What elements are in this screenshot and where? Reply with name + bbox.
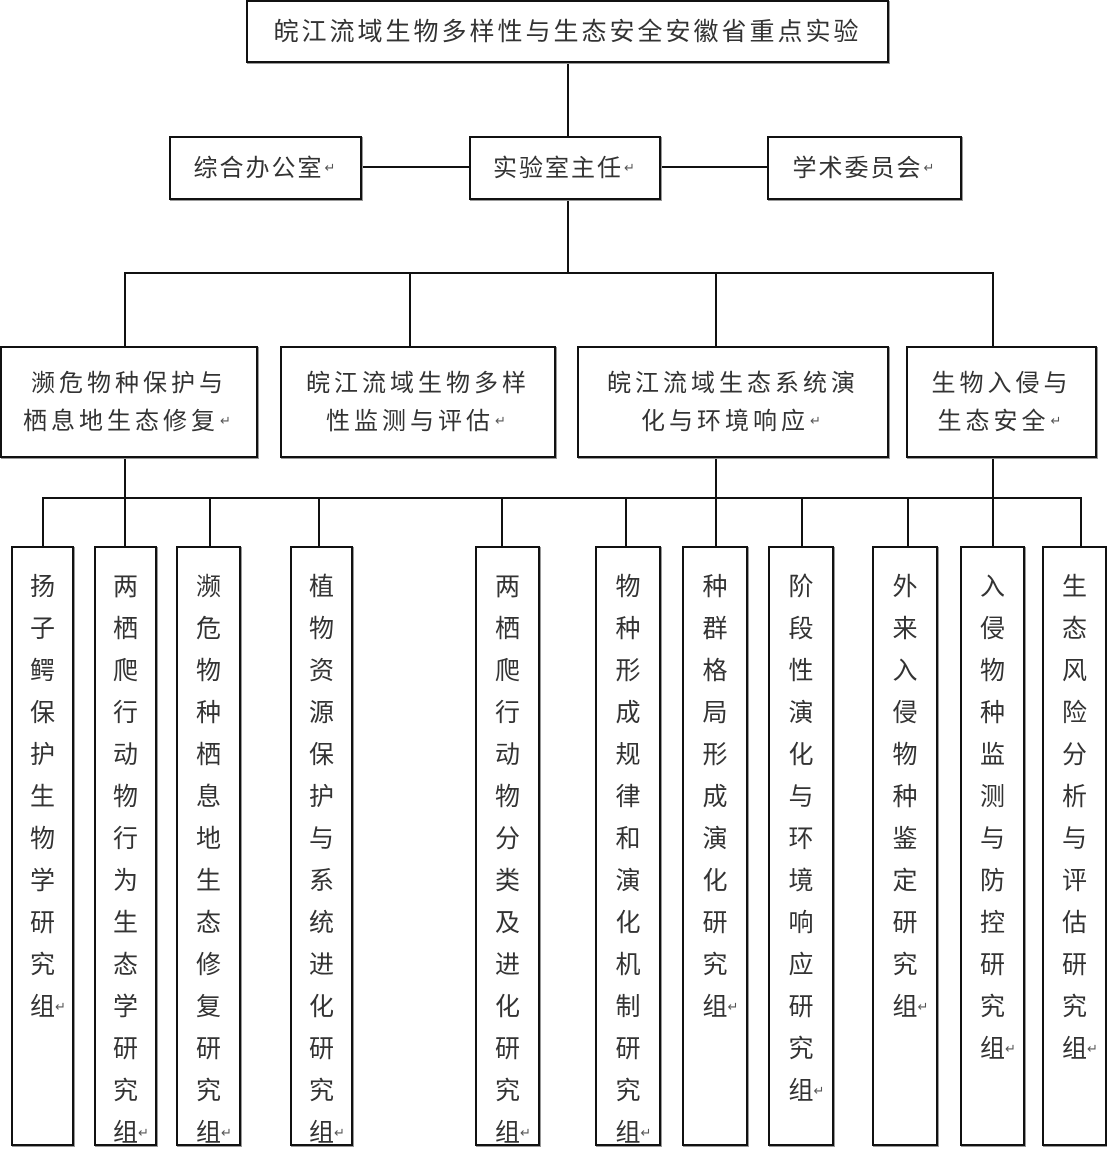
group-label-8: 阶段性演化与环境响应研究组	[788, 572, 814, 1105]
connector-l2-4	[992, 272, 994, 347]
connector-group-10	[992, 497, 994, 547]
group-box-2: 两栖爬行动物行为生态学研究组↵	[94, 546, 157, 1147]
connector-group-2	[124, 497, 126, 547]
connector-l2-3	[715, 272, 717, 347]
connector-group-4	[318, 497, 320, 547]
group-box-4: 植物资源保护与系统进化研究组↵	[290, 546, 353, 1147]
connector-office-to-director	[361, 166, 469, 168]
group-label-10: 入侵物种监测与防控研究组	[979, 572, 1005, 1063]
return-mark-icon: ↵	[624, 160, 637, 176]
connector-group-6	[625, 497, 627, 547]
group-label-6: 物种形成规律和演化机制研究组	[615, 572, 641, 1147]
group-box-9: 外来入侵物种鉴定研究组↵	[872, 546, 938, 1146]
connector-group-8	[801, 497, 803, 547]
division-label-1: 濒危物种保护与栖息地生态修复↵	[23, 368, 235, 435]
group-label-4: 植物资源保护与系统进化研究组	[308, 572, 334, 1147]
committee-label: 学术委员会↵	[792, 153, 937, 182]
connector-group-1	[42, 497, 44, 547]
group-box-5: 两栖爬行动物分类及进化研究组↵	[475, 546, 540, 1147]
connector-top-to-director	[567, 62, 569, 136]
return-mark-icon: ↵	[1050, 413, 1066, 429]
committee-box: 学术委员会↵	[767, 136, 962, 200]
division-box-2: 皖江流域生物多样性监测与评估↵	[280, 346, 556, 458]
group-box-11: 生态风险分析与评估研究组↵	[1042, 546, 1107, 1146]
lab-title-box: 皖江流域生物多样性与生态安全安徽省重点实验	[246, 0, 889, 63]
group-label-5: 两栖爬行动物分类及进化研究组	[494, 572, 520, 1147]
lab-title: 皖江流域生物多样性与生态安全安徽省重点实验	[273, 16, 862, 46]
connector-l2-1-down	[124, 457, 126, 497]
division-box-4: 生物入侵与生态安全↵	[906, 346, 1097, 458]
connector-l2-4-down	[992, 457, 994, 497]
connector-director-to-committee	[660, 166, 768, 168]
office-label: 综合办公室↵	[193, 153, 338, 182]
division-box-3: 皖江流域生态系统演化与环境响应↵	[577, 346, 889, 458]
group-box-6: 物种形成规律和演化机制研究组↵	[595, 546, 661, 1147]
group-box-8: 阶段性演化与环境响应研究组↵	[768, 546, 834, 1146]
connector-l2-2	[409, 272, 411, 347]
division-box-1: 濒危物种保护与栖息地生态修复↵	[0, 346, 258, 458]
connector-group-9	[907, 497, 909, 547]
group-label-2: 两栖爬行动物行为生态学研究组	[112, 572, 138, 1147]
group-label-11: 生态风险分析与评估研究组	[1061, 572, 1087, 1063]
connector-level2-bar	[124, 272, 994, 274]
connector-group-11	[1080, 497, 1082, 547]
connector-group-3	[209, 497, 211, 547]
group-label-3: 濒危物种栖息地生态修复研究组	[195, 572, 221, 1147]
connector-groups-bar	[42, 497, 1082, 499]
connector-l2-3-down	[715, 457, 717, 497]
group-box-3: 濒危物种栖息地生态修复研究组↵	[176, 546, 241, 1147]
connector-l2-1	[124, 272, 126, 347]
connector-group-7	[715, 497, 717, 547]
division-label-2: 皖江流域生物多样性监测与评估↵	[306, 368, 530, 435]
office-box: 综合办公室↵	[169, 136, 362, 200]
group-box-7: 种群格局形成演化研究组↵	[682, 546, 748, 1146]
division-label-4: 生物入侵与生态安全↵	[931, 368, 1072, 435]
group-label-7: 种群格局形成演化研究组	[702, 572, 728, 1021]
division-label-3: 皖江流域生态系统演化与环境响应↵	[607, 368, 859, 435]
return-mark-icon: ↵	[220, 413, 235, 429]
group-box-1: 扬子鳄保护生物学研究组↵	[11, 546, 74, 1146]
connector-director-down	[567, 200, 569, 273]
return-mark-icon: ↵	[324, 160, 338, 176]
return-mark-icon: ↵	[810, 413, 825, 429]
group-box-10: 入侵物种监测与防控研究组↵	[960, 546, 1025, 1146]
return-mark-icon: ↵	[923, 160, 937, 176]
group-label-9: 外来入侵物种鉴定研究组	[892, 572, 918, 1021]
connector-group-5	[501, 497, 503, 547]
return-mark-icon: ↵	[495, 413, 510, 429]
director-box: 实验室主任↵	[469, 136, 661, 200]
group-label-1: 扬子鳄保护生物学研究组	[29, 572, 55, 1021]
director-label: 实验室主任↵	[493, 153, 637, 182]
